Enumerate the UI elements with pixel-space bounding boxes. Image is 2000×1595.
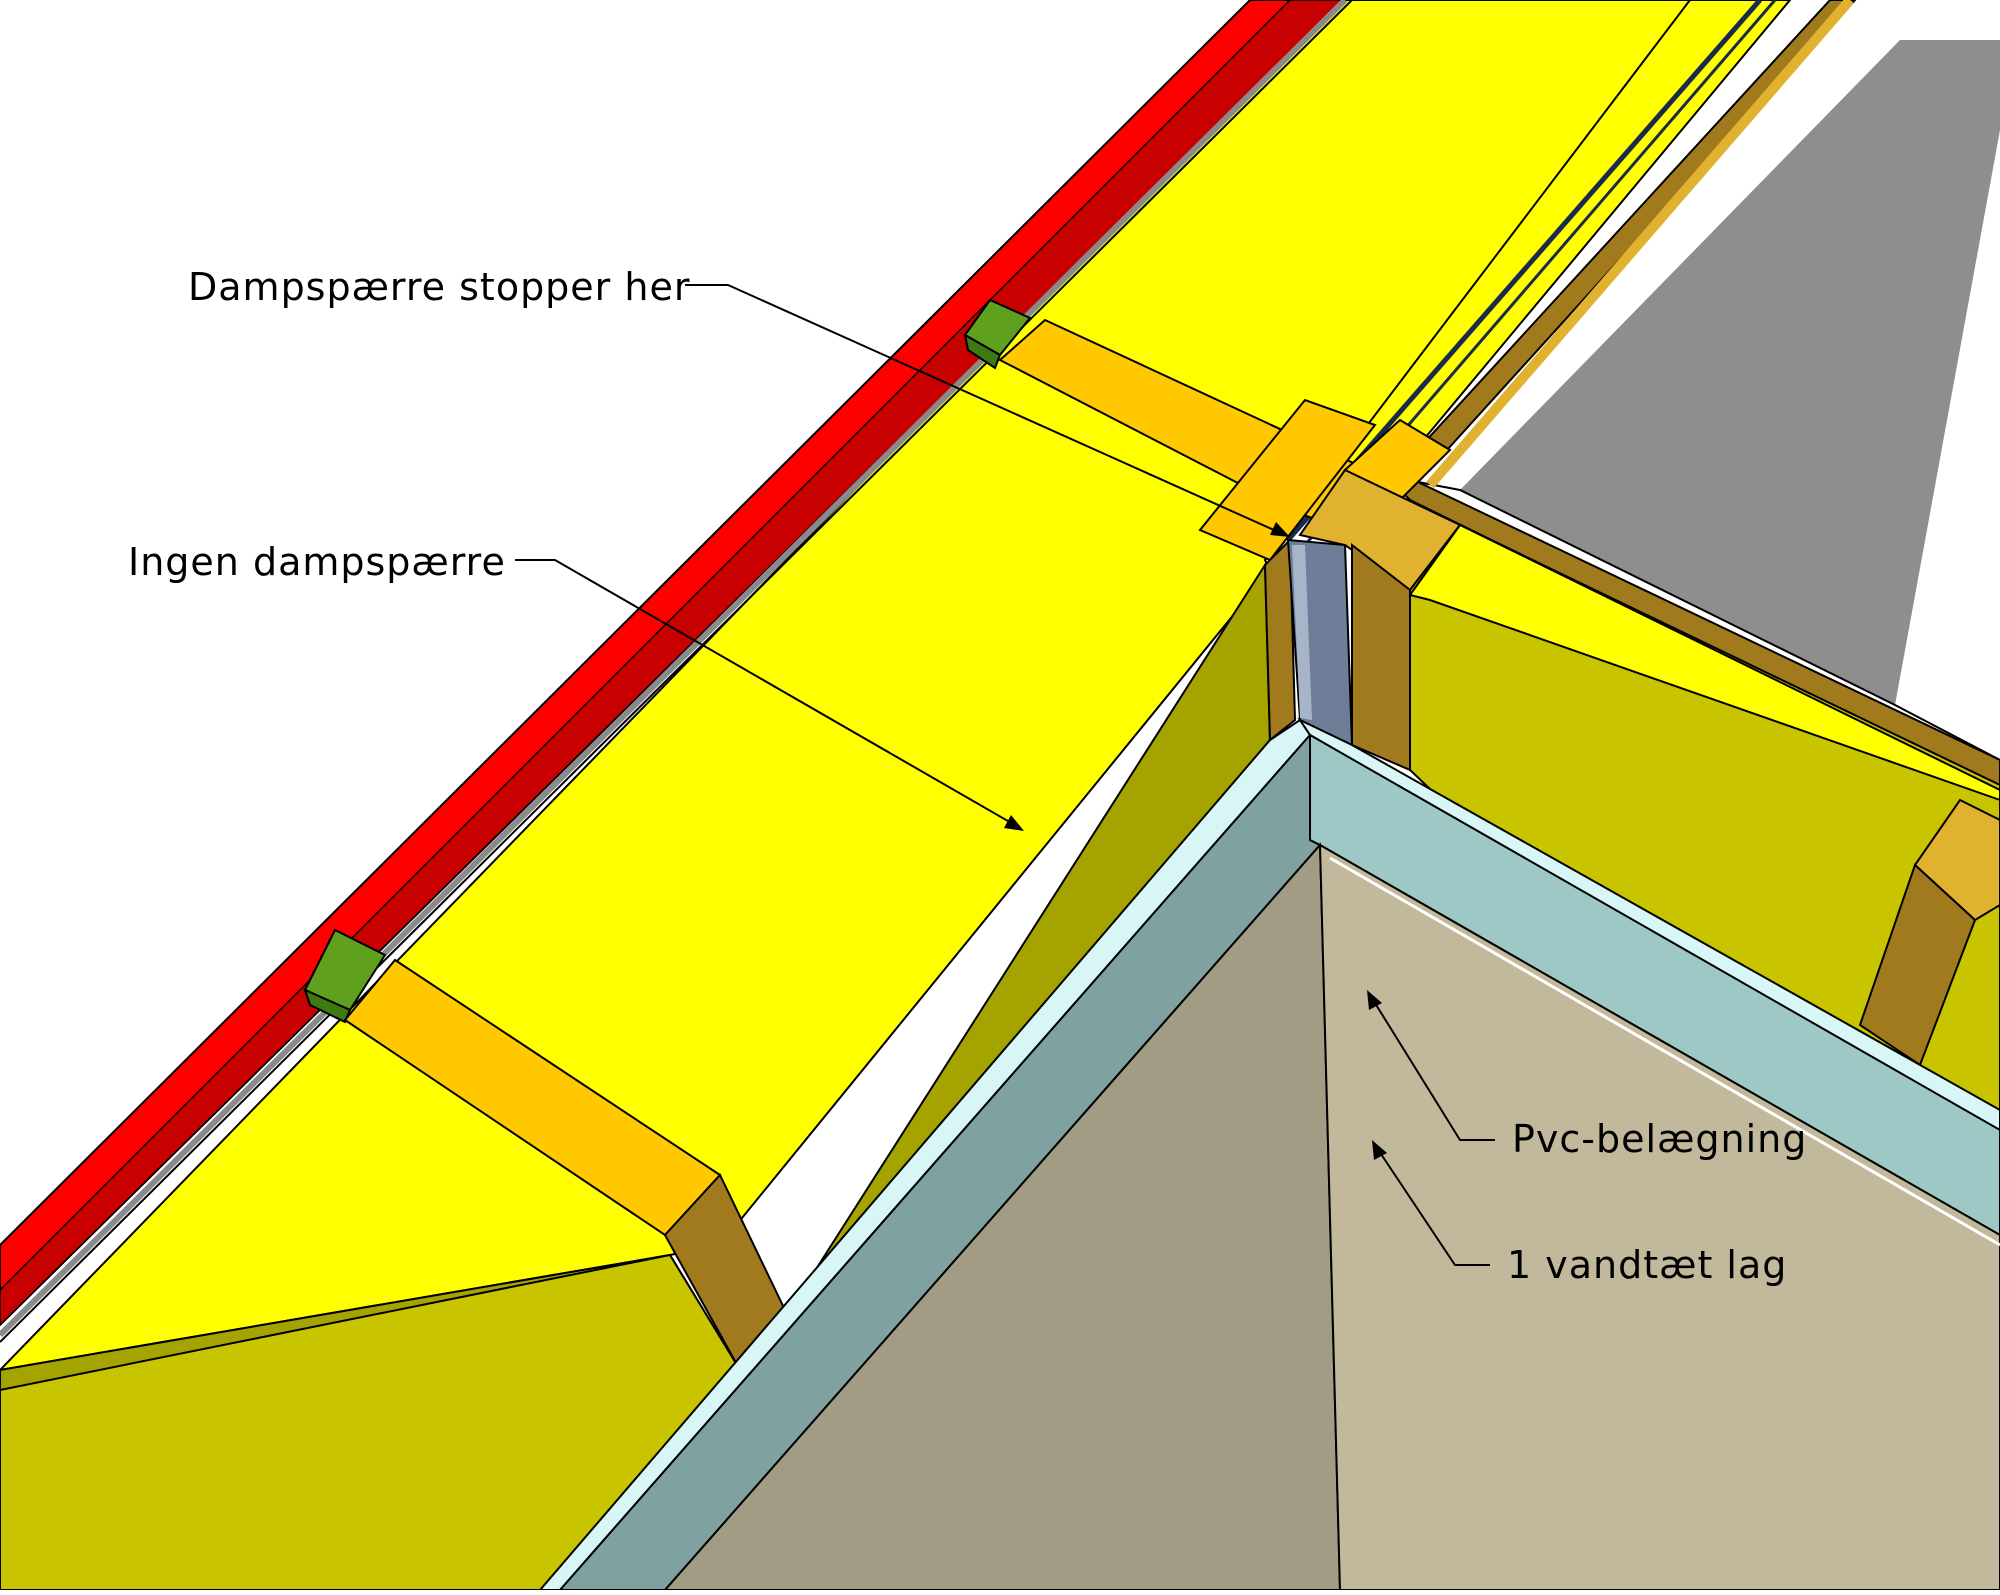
arrowhead-pvc-coating	[1367, 990, 1382, 1010]
leader-no-vapour-barrier	[515, 559, 1021, 829]
arrowhead-waterproof-layer	[1372, 1140, 1387, 1160]
leader-vapour-barrier-stops	[685, 284, 1286, 536]
red-edge-grey-line	[0, 0, 1348, 1338]
tan-edge-line	[1426, 0, 1854, 489]
floor-right	[1318, 843, 2000, 1591]
label-waterproof-layer: 1 vandtæt lag	[1507, 1243, 1787, 1287]
rafter-end-plate	[1198, 398, 1377, 562]
label-no-vapour-barrier: Ingen dampspærre	[128, 540, 506, 584]
leader-waterproof-layer	[1374, 1144, 1490, 1266]
red-edge-black-line	[0, 0, 1353, 1343]
metal-post-highlight	[1292, 545, 1312, 720]
floor-edge-line	[1329, 856, 2000, 1247]
rafter-side-left	[1263, 537, 1297, 743]
arrowhead-no-vapour-barrier	[1004, 815, 1024, 831]
leader-pvc-coating	[1369, 994, 1495, 1141]
arrowhead-vapour-barrier-stops	[1270, 522, 1290, 537]
label-pvc-coating: Pvc-belægning	[1512, 1117, 1807, 1161]
grey-surface	[1460, 40, 2000, 705]
insulation-right-top	[1408, 523, 2000, 802]
label-vapour-barrier-stops: Dampspærre stopper her	[188, 265, 690, 309]
green-block-upper-side	[963, 333, 1002, 370]
green-block-lower-side	[303, 988, 352, 1024]
